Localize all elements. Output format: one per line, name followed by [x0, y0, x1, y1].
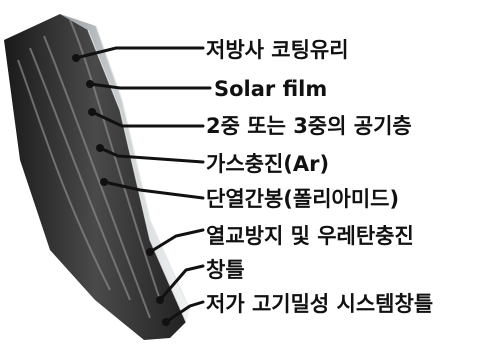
- leader-line: [158, 264, 205, 302]
- leader-line: [148, 228, 205, 254]
- label-frame: 창틀: [206, 258, 245, 282]
- leader-dot: [86, 80, 94, 88]
- label-spacer: 단열간봉(폴리아미드): [206, 187, 400, 211]
- leader-line: [88, 82, 212, 90]
- glass-pane: [60, 14, 190, 322]
- leader-dot: [72, 54, 80, 62]
- leader-dot: [162, 318, 170, 326]
- label-system-frame: 저가 고기밀성 시스템창틀: [206, 292, 434, 316]
- label-air-layer: 2중 또는 3중의 공기층: [206, 114, 412, 138]
- leader-line: [164, 300, 205, 324]
- leader-dot: [156, 296, 164, 304]
- label-solar-film: Solar film: [214, 77, 328, 101]
- leader-lines: [74, 46, 212, 324]
- label-gas-fill: 가스충진(Ar): [206, 152, 330, 176]
- leader-line: [102, 180, 205, 200]
- leader-dot: [96, 144, 104, 152]
- leader-line: [74, 46, 205, 60]
- label-low-e-glass: 저방사 코팅유리: [206, 38, 349, 62]
- leader-dot: [88, 108, 96, 116]
- frame-texture: [17, 19, 161, 319]
- leader-dot: [100, 178, 108, 186]
- label-thermal-bridge: 열교방지 및 우레탄충진: [206, 224, 414, 248]
- leader-dot: [146, 248, 154, 256]
- leader-line: [98, 146, 205, 164]
- window-frame-body: [4, 14, 186, 340]
- frame-edge-lines: [87, 25, 191, 323]
- leader-dots: [72, 54, 170, 326]
- leader-line: [90, 110, 205, 128]
